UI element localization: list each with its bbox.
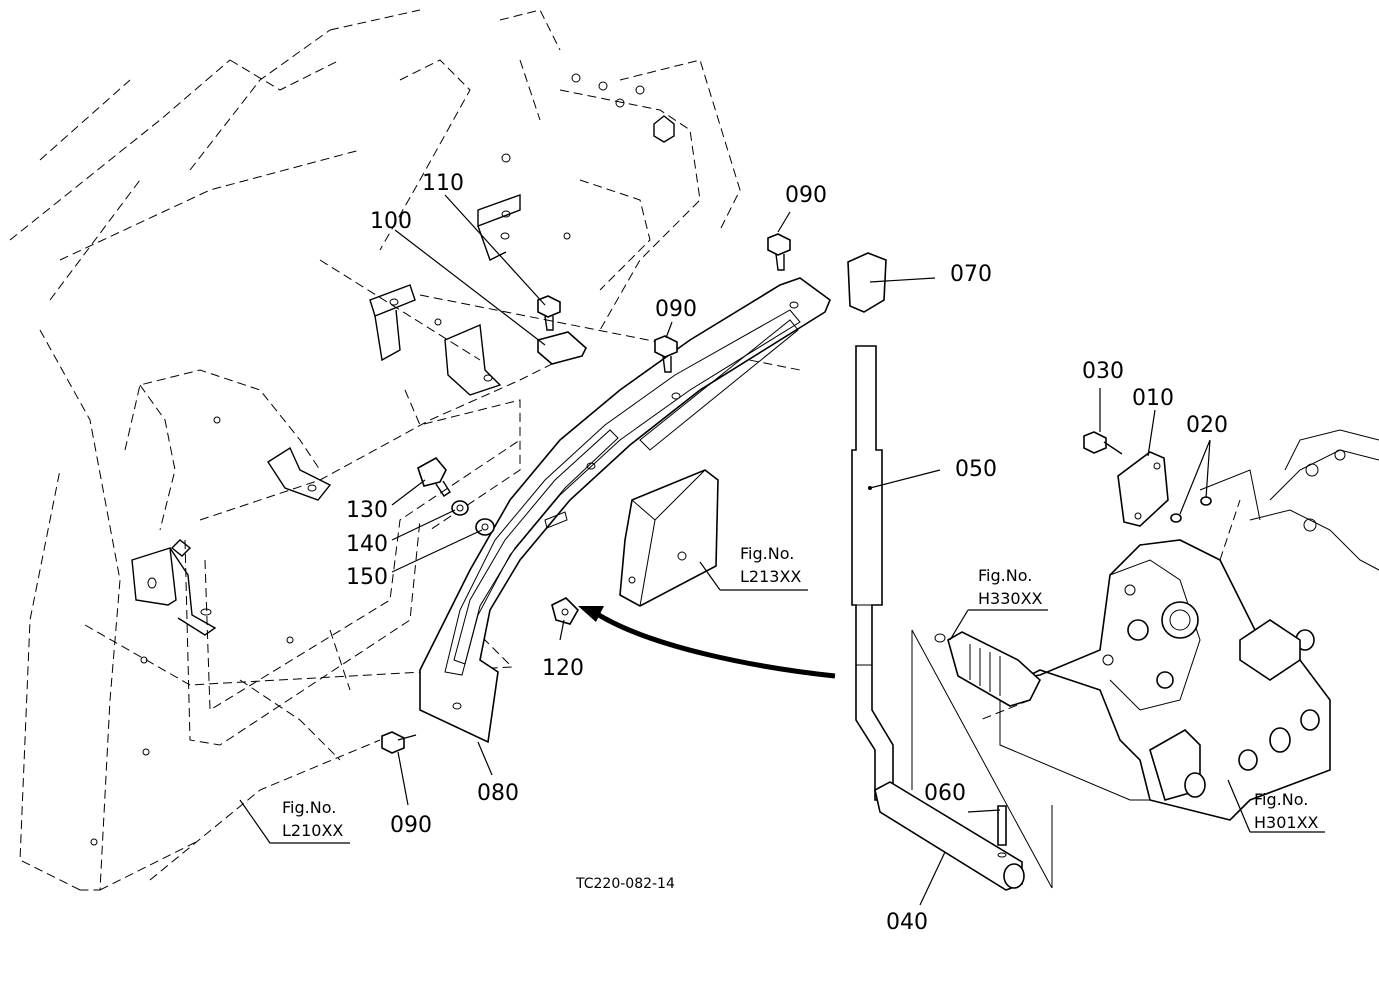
fig-h330-title: Fig.No. xyxy=(978,566,1032,585)
tractor-body-outline xyxy=(9,9,741,891)
label-100: 100 xyxy=(370,209,412,234)
label-140: 140 xyxy=(346,532,388,557)
mounting-brackets xyxy=(84,115,801,686)
label-080: 080 xyxy=(477,781,519,806)
side-cover-panel xyxy=(619,469,719,607)
label-090-middle: 090 xyxy=(655,297,697,322)
washer-140 xyxy=(451,500,469,516)
lever-grip-070 xyxy=(847,252,887,313)
label-090-bottom: 090 xyxy=(390,813,432,838)
figure-reference-l213: Fig.No. L213XX xyxy=(740,544,801,586)
drawing-code: TC220-082-14 xyxy=(575,876,675,892)
clip-nut-120 xyxy=(551,597,579,625)
cover-plate-010 xyxy=(1117,451,1169,527)
leader-lines xyxy=(239,194,1325,906)
fig-l210-title: Fig.No. xyxy=(282,798,336,817)
bolt-090-middle xyxy=(654,335,678,373)
figure-reference-h330: Fig.No. H330XX xyxy=(978,566,1043,608)
fig-l213-title: Fig.No. xyxy=(740,544,794,563)
figure-reference-l210: Fig.No. L210XX xyxy=(282,798,343,840)
label-130: 130 xyxy=(346,498,388,523)
label-150: 150 xyxy=(346,565,388,590)
clip-100 xyxy=(537,331,587,365)
label-120: 120 xyxy=(542,656,584,681)
label-030: 030 xyxy=(1082,359,1124,384)
fig-h301-code: H301XX xyxy=(1254,813,1319,832)
assembly-arrow xyxy=(578,606,836,679)
figure-reference-h301: Fig.No. H301XX xyxy=(1254,790,1319,832)
fig-h301-title: Fig.No. xyxy=(1254,790,1308,809)
label-060: 060 xyxy=(924,781,966,806)
washer-150 xyxy=(475,518,495,536)
label-110: 110 xyxy=(422,171,464,196)
fig-l210-code: L210XX xyxy=(282,821,343,840)
arm-frame-lines xyxy=(911,629,1053,889)
valve-housing xyxy=(979,429,1379,821)
arm-040 xyxy=(874,781,1025,891)
label-010: 010 xyxy=(1132,386,1174,411)
label-040: 040 xyxy=(886,910,928,935)
label-020: 020 xyxy=(1186,413,1228,438)
bolt-030 xyxy=(1083,431,1123,455)
o-rings-020 xyxy=(1170,496,1212,523)
fig-l213-code: L213XX xyxy=(740,567,801,586)
label-090-top: 090 xyxy=(785,183,827,208)
valve-spool-h330 xyxy=(934,631,1041,707)
bolt-110 xyxy=(537,295,561,331)
part-labels: 070 050 090 090 090 110 100 130 140 150 … xyxy=(346,171,1228,935)
pin-060 xyxy=(997,805,1007,858)
guide-plate-080 xyxy=(419,277,831,744)
fig-h330-code: H330XX xyxy=(978,589,1043,608)
bolt-090-top xyxy=(767,233,791,271)
knob-130 xyxy=(417,456,451,497)
lever-050 xyxy=(851,345,894,801)
bolt-090-bottom xyxy=(381,731,417,754)
label-050: 050 xyxy=(955,457,997,482)
label-070: 070 xyxy=(950,262,992,287)
